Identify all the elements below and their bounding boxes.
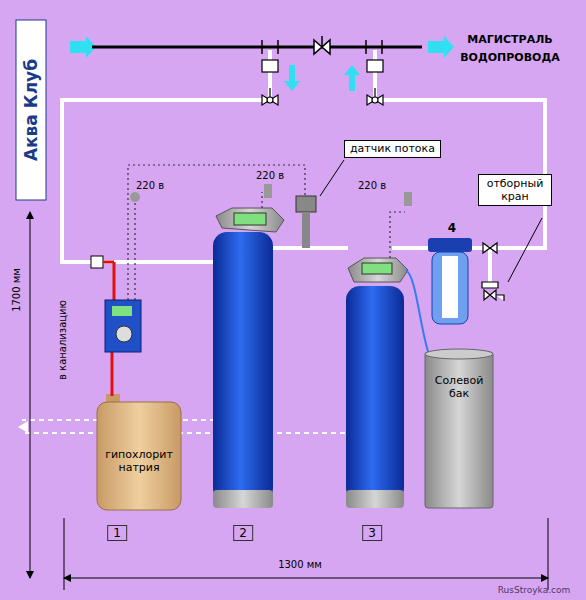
sampling-tap-box: отборный кран [478, 174, 552, 206]
main-line-label: МАГИСТРАЛЬ ВОДОПРОВОДА [458, 31, 562, 67]
callout-number: 3 [362, 525, 382, 541]
flow-sensor-box: датчик потока [344, 140, 441, 158]
brand-logo: Аква Клуб [21, 59, 41, 161]
node-text: гипохлорит натрия [101, 448, 177, 474]
node-text: Солевой бак [427, 374, 491, 400]
dimension-label: 1700 мм [11, 268, 22, 312]
voltage-label: 220 в [358, 180, 386, 191]
voltage-label: 220 в [256, 170, 284, 181]
callout-number: 1 [107, 525, 127, 541]
drain-label: в канализацию [57, 300, 68, 380]
voltage-label: 220 в [136, 180, 164, 191]
node-text: отборный кран [482, 177, 548, 203]
watermark: RusStroyka.com [498, 585, 570, 595]
node-text: датчик потока [350, 142, 435, 155]
callout-number: 2 [233, 525, 253, 541]
salt-tank: Солевой бак [425, 352, 493, 508]
callout-number: 4 [448, 221, 456, 235]
hypochlorite-canister: гипохлорит натрия [97, 402, 181, 510]
dimension-label: 1300 мм [278, 559, 322, 570]
